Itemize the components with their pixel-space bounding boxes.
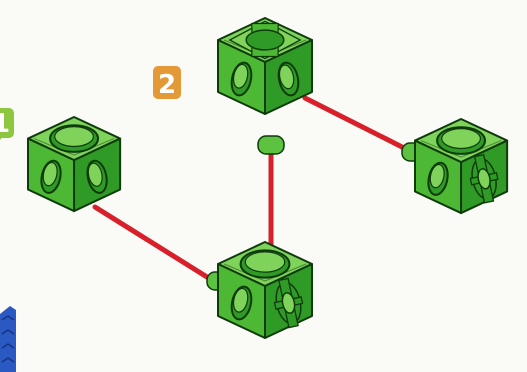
cube-right-top-hole-inner bbox=[441, 128, 482, 150]
cube-top-center bbox=[217, 17, 313, 115]
cube-step1-top-bevel bbox=[33, 138, 115, 156]
cube-step1-top-hole-inner bbox=[54, 126, 95, 148]
cube-bottom-center-right-socket-center bbox=[281, 292, 296, 314]
cube-step1-left-hole-inner bbox=[42, 161, 58, 187]
blue-piece-body bbox=[0, 306, 16, 372]
cube-bottom-center bbox=[217, 241, 313, 339]
cube-bottom-center-left-hole-inner bbox=[232, 287, 249, 313]
step-badge-2-label: 2 bbox=[158, 70, 176, 100]
cube-step1-right-hole-inner bbox=[87, 162, 103, 187]
cube-right-right-socket-center bbox=[477, 168, 491, 190]
cube-top-center-left-hole-inner bbox=[232, 63, 249, 89]
cube-top-center-top-socket-outline bbox=[228, 20, 302, 60]
cube-bottom-center-top-bevel bbox=[223, 263, 307, 282]
cube-right bbox=[414, 118, 509, 215]
blue-piece-pattern bbox=[1, 315, 15, 363]
step-badge-2: 2 bbox=[153, 66, 181, 100]
step-badge-1: 1 bbox=[0, 108, 14, 140]
cube-top-center-right-hole-inner bbox=[278, 64, 295, 90]
blue-piece bbox=[0, 306, 16, 372]
peg-top-cube-bottom bbox=[257, 135, 285, 155]
step-badge-1-label: 1 bbox=[0, 109, 10, 139]
rod-step1-to-bottom bbox=[92, 204, 218, 285]
cube-bottom-center-top-hole-inner bbox=[244, 251, 286, 273]
step-badge-1-tail bbox=[0, 134, 4, 140]
rod-top-to-right bbox=[302, 95, 413, 154]
cube-top-center-top-socket-center bbox=[245, 29, 285, 51]
cube-right-top-bevel bbox=[420, 140, 502, 158]
cube-right-left-hole-inner bbox=[429, 163, 445, 189]
step-badge-1-bg bbox=[0, 108, 14, 138]
cube-step1 bbox=[27, 116, 122, 213]
step-badge-2-bg bbox=[153, 66, 181, 99]
